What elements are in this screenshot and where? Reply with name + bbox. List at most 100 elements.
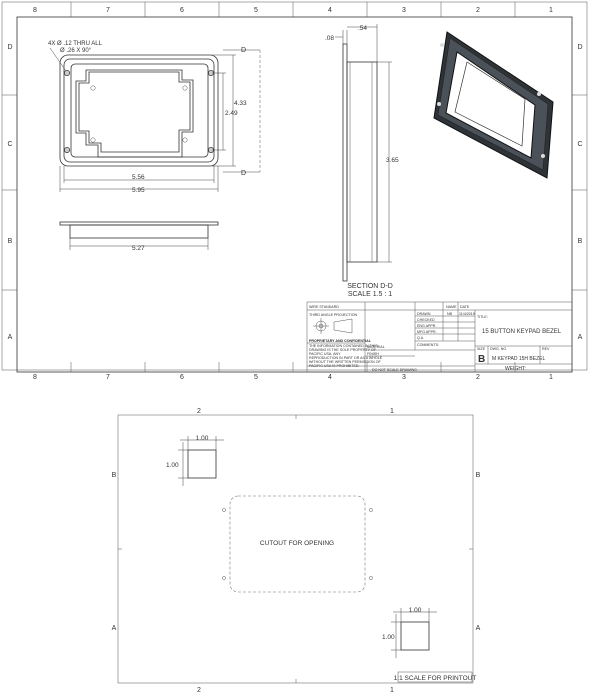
section-dimension-lines xyxy=(335,24,392,263)
zone-col-top-8: 8 xyxy=(33,7,37,14)
section-body xyxy=(346,61,378,263)
bottom-view-body xyxy=(69,224,209,239)
tb-mfg-appr: MFG APPR. xyxy=(417,330,437,334)
zone-row-right-B: B xyxy=(578,238,583,245)
sheet-1: 8 7 6 5 4 3 2 1 8 7 6 5 4 3 2 1 D C B A … xyxy=(1,1,588,381)
zone-row-left-C: C xyxy=(7,141,12,148)
zone2-row-left-A: A xyxy=(112,625,117,632)
zone-col-top-4: 4 xyxy=(328,7,332,14)
dim-height-inner: 2.49 xyxy=(225,110,238,117)
tb-dwg-label: DWG. NO. xyxy=(490,347,507,351)
tb-prop-text-5: WITHOUT THE WRITTEN PERMISSION OF xyxy=(309,360,382,364)
zone2-row-right-A: A xyxy=(476,625,481,632)
bottom-view-dimension-lines xyxy=(69,238,209,250)
tb-eng-appr: ENG APPR. xyxy=(417,324,436,328)
zone2-col-bottom-1: 1 xyxy=(390,687,394,694)
section-mark-top: D xyxy=(241,47,246,54)
zone-col-top-2: 2 xyxy=(476,7,480,14)
bezel-flange-outline xyxy=(63,58,215,163)
iso-inner-lip xyxy=(454,61,526,147)
section-flange xyxy=(342,43,348,282)
zone-col-bottom-1: 1 xyxy=(549,374,553,381)
tb-prop-text-2: DRAWING IS THE SOLE PROPERTY OF xyxy=(309,348,377,352)
zone2-col-bottom-2: 2 xyxy=(197,687,201,694)
zone2-row-right-B: B xyxy=(476,472,481,479)
tb-drawn-date: 11/4/2019 xyxy=(459,312,475,316)
bottom-view-flange xyxy=(59,221,219,226)
zone-row-right-D: D xyxy=(577,44,582,51)
zone-row-left-A: A xyxy=(8,334,13,341)
tb-name-header: NAME xyxy=(446,305,457,309)
zone-col-top-3: 3 xyxy=(402,7,406,14)
zone-row-left-B: B xyxy=(8,238,13,245)
iso-hole-3 xyxy=(437,102,441,106)
zone-col-top-6: 6 xyxy=(180,7,184,14)
front-view: 4X Ø .12 THRU ALL Ø .26 X 90° D D 4.33 2… xyxy=(48,41,261,194)
tb-date-header: DATE xyxy=(460,305,470,309)
section-scale: SCALE 1.5 : 1 xyxy=(348,291,392,298)
tb-prop-text-4: REPRODUCTION IN PART OR AS A WHOLE xyxy=(309,356,383,360)
calibration-square-1 xyxy=(178,436,224,486)
tb-prop-title: PROPRIETARY AND CONFIDENTIAL xyxy=(309,339,372,343)
title-block xyxy=(306,301,573,373)
cutout-holes xyxy=(222,508,373,580)
tb-rev-label: REV xyxy=(542,347,550,351)
tb-finish: FINISH xyxy=(367,352,379,356)
dim-height-outer: 4.33 xyxy=(234,100,247,107)
tb-prop-text-6: PACIFIC USA IS PROHIBITED. xyxy=(309,364,359,368)
tb-prop-text-1: THE INFORMATION CONTAINED IN THIS xyxy=(309,344,378,348)
tb-size: B xyxy=(478,354,485,365)
tb-wire-standard: WIRE STANDARD xyxy=(309,305,339,309)
bezel-outer-outline xyxy=(59,54,219,167)
tb-size-label: SIZE xyxy=(477,347,486,351)
tb-qa: Q.A. xyxy=(417,336,424,340)
iso-hole-1 xyxy=(440,43,444,47)
section-line-d xyxy=(223,49,261,173)
sheet-1-zone-ticks xyxy=(2,2,587,372)
tb-material: MATERIAL xyxy=(367,345,385,349)
zone-row-left-D: D xyxy=(7,44,12,51)
zone-col-top-7: 7 xyxy=(106,7,110,14)
tb-checked: CHECKED xyxy=(417,318,435,322)
iso-hole-4 xyxy=(541,154,545,158)
vertical-dimension-lines xyxy=(212,54,236,167)
zone-col-bottom-4: 4 xyxy=(328,374,332,381)
dim-section-height: 3.65 xyxy=(386,157,399,164)
dim-bottom-width: 5.27 xyxy=(132,245,145,252)
zone2-row-left-B: B xyxy=(112,472,117,479)
bottom-view: 5.27 xyxy=(59,221,219,252)
cutout-outline xyxy=(229,495,366,593)
zone-col-bottom-8: 8 xyxy=(33,374,37,381)
scale-label: 1:1 SCALE FOR PRINTOUT xyxy=(394,675,477,682)
dim-section-depth: .54 xyxy=(358,25,367,32)
zone-col-top-1: 1 xyxy=(549,7,553,14)
dim-width-inner: 5.56 xyxy=(132,174,145,181)
tb-third-angle: THIRD ANGLE PROJECTION xyxy=(309,313,358,317)
calibration-square-2 xyxy=(391,608,437,658)
tb-comments: COMMENTS: xyxy=(417,343,439,347)
tb-weight-label: WEIGHT: xyxy=(505,366,526,372)
tb-drawn: DRAWN xyxy=(417,312,431,316)
hole-callout-leader xyxy=(49,47,67,72)
tb-prop-text-3: PACIFIC USA. ANY xyxy=(309,352,341,356)
zone-col-bottom-3: 3 xyxy=(402,374,406,381)
dim-section-thickness: .08 xyxy=(325,35,334,42)
tb-do-not-scale: DO NOT SCALE DRAWING xyxy=(372,368,417,372)
title-block-text: WIRE STANDARD THIRD ANGLE PROJECTION PRO… xyxy=(309,305,550,372)
sheet-2-border xyxy=(117,414,474,684)
sheet-2: 2 1 2 1 B A B A 1.00 1.00 CUTOUT xyxy=(112,408,481,694)
tb-drawn-name: NB xyxy=(447,312,453,316)
keypad-cutout-inner xyxy=(78,71,191,153)
sheet-1-outer-border xyxy=(1,1,588,371)
section-view: .08 .54 3.65 SECTION D-D SCALE 1.5 : 1 xyxy=(325,24,399,298)
square-2-width: 1.00 xyxy=(409,607,422,614)
square-2-height: 1.00 xyxy=(382,634,395,641)
zone-col-bottom-5: 5 xyxy=(254,374,258,381)
tb-title: 15 BUTTON KEYPAD BEZEL xyxy=(482,329,562,335)
scale-label-box xyxy=(397,671,473,683)
dim-width-outer: 5.95 xyxy=(132,187,145,194)
zone-row-right-A: A xyxy=(578,334,583,341)
keypad-cutout-outline xyxy=(75,69,194,158)
zone-col-bottom-6: 6 xyxy=(180,374,184,381)
